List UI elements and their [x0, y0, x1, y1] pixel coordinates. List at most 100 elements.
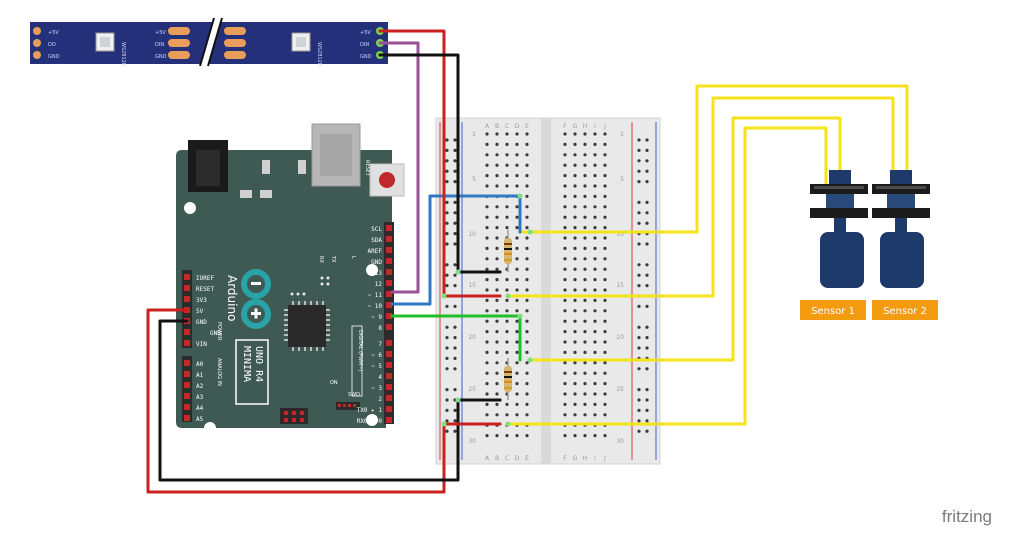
breadboard-hole [485, 132, 489, 136]
breadboard-hole [453, 346, 457, 350]
usb-connector-inner [320, 134, 352, 176]
breadboard-hole [485, 278, 489, 282]
breadboard-hole [485, 184, 489, 188]
breadboard-hole [603, 350, 607, 354]
breadboard-hole [445, 367, 449, 371]
mount-hole [184, 202, 196, 214]
arduino-logo-plus-v [254, 308, 258, 319]
arduino-uno-board: RESET Arduino UNO R4 MINIMA [176, 123, 405, 434]
digital-label-box [351, 325, 363, 397]
analog-label: ANALOG IN [216, 358, 222, 386]
breadboard-hole [637, 180, 641, 184]
breadboard-hole [495, 246, 499, 250]
breadboard-hole [485, 392, 489, 396]
model-line-1: UNO R4 [253, 346, 264, 382]
breadboard-hole [573, 371, 577, 375]
breadboard-hole [505, 184, 509, 188]
breadboard-hole [593, 402, 597, 406]
breadboard-hole [583, 142, 587, 146]
sensor-stem [887, 194, 915, 210]
strip-pad-pill [224, 39, 246, 47]
breadboard-hole [583, 288, 587, 292]
col-letter: B [495, 123, 499, 130]
breadboard-hole [453, 138, 457, 142]
breadboard-hole [515, 371, 519, 375]
led-strip: +5V DO GND WS2812B +5V DIN GND WS2812B +… [30, 17, 388, 67]
breadboard-hole [515, 132, 519, 136]
breadboard-hole [583, 236, 587, 240]
pin-label: GND [210, 330, 221, 337]
breadboard-hole [563, 142, 567, 146]
strip-pad-label: +5V [155, 30, 166, 36]
breadboard-hole [495, 309, 499, 313]
breadboard-hole [573, 319, 577, 323]
breadboard-hole [453, 169, 457, 173]
breadboard-hole [453, 325, 457, 329]
sensor-float [880, 232, 924, 288]
breadboard-hole [525, 340, 529, 344]
col-letter: J [603, 123, 606, 130]
smd-component [260, 190, 272, 198]
breadboard-hole [505, 174, 509, 178]
col-letter: H [583, 123, 588, 130]
breadboard-hole [583, 174, 587, 178]
col-letter: I [594, 123, 596, 130]
breadboard-hole [593, 163, 597, 167]
breadboard-hole [637, 408, 641, 412]
breadboard-hole [583, 371, 587, 375]
breadboard-hole [593, 330, 597, 334]
pin-label: RESET [196, 286, 214, 293]
breadboard-hole [573, 257, 577, 261]
breadboard-hole [593, 340, 597, 344]
breadboard-hole [515, 226, 519, 230]
breadboard-hole [525, 278, 529, 282]
breadboard-hole [495, 205, 499, 209]
smd-component [262, 160, 270, 174]
breadboard-hole [563, 392, 567, 396]
breadboard-hole [603, 361, 607, 365]
breadboard-hole [573, 361, 577, 365]
breadboard-hole [453, 159, 457, 163]
sensor-nut [872, 208, 930, 218]
breadboard-hole [505, 278, 509, 282]
breadboard-hole [637, 336, 641, 340]
breadboard-hole [485, 215, 489, 219]
row-number: 10 [468, 231, 476, 238]
breadboard-hole [645, 211, 649, 215]
wire-yellow-sensor2-top [528, 84, 909, 234]
breadboard-hole [573, 413, 577, 417]
float-sensor-1: Sensor 1 [800, 170, 868, 320]
breadboard-hole [525, 174, 529, 178]
breadboard-hole [593, 226, 597, 230]
breadboard-hole [593, 382, 597, 386]
breadboard-hole [525, 257, 529, 261]
breadboard-hole [525, 288, 529, 292]
pin-label: TX0 ▸ 1 [357, 407, 383, 414]
led-chip-label: WS2812B [120, 42, 126, 67]
breadboard-holes [445, 132, 649, 438]
breadboard-hole [525, 330, 529, 334]
breadboard-hole [603, 236, 607, 240]
breadboard-hole [525, 361, 529, 365]
breadboard-hole [485, 267, 489, 271]
breadboard-hole [495, 257, 499, 261]
breadboard-hole [573, 382, 577, 386]
row-number: 25 [468, 386, 476, 393]
analog-header-pins [184, 360, 190, 421]
breadboard-hole [515, 257, 519, 261]
icsp-header [280, 408, 308, 424]
strip-pad-pill [168, 39, 190, 47]
breadboard-hole [525, 382, 529, 386]
breadboard-hole [485, 153, 489, 157]
breadboard-hole [563, 246, 567, 250]
breadboard-hole [495, 350, 499, 354]
breadboard-hole [583, 132, 587, 136]
swd-label: SWD [348, 392, 360, 398]
breadboard-hole [445, 336, 449, 340]
arduino-logo-left-ring [241, 269, 271, 299]
row-number: 1 [472, 131, 476, 138]
breadboard-hole [603, 434, 607, 438]
pin-label: VIN [196, 341, 207, 348]
breadboard-hole [485, 340, 489, 344]
